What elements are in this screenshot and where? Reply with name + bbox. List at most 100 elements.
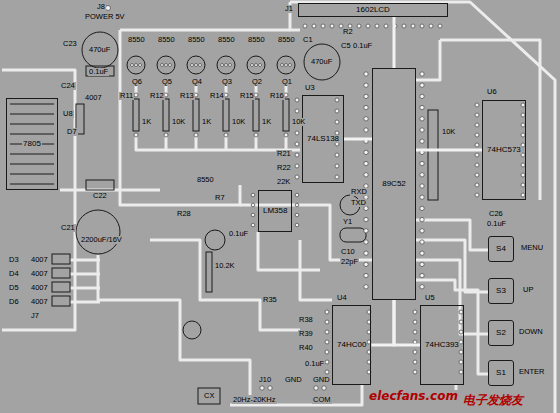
lcd-header: 1602LCD	[298, 3, 448, 17]
silkscreen-label: R21	[276, 150, 292, 158]
solder-pad	[321, 24, 325, 28]
silkscreen-label: R15	[239, 92, 255, 100]
solder-pad	[413, 360, 417, 364]
heatsink-fin	[10, 174, 54, 175]
solder-pad	[169, 64, 172, 67]
silkscreen-label: Y1	[342, 218, 353, 226]
solder-pad	[295, 98, 299, 102]
silkscreen-label: U8	[62, 110, 74, 118]
resistor-outline	[133, 99, 139, 131]
solder-pad	[364, 262, 368, 266]
solder-pad	[255, 64, 258, 67]
silkscreen-label: CX	[203, 392, 215, 400]
solder-pad	[251, 223, 255, 227]
solder-pad	[364, 150, 368, 154]
solder-pad	[322, 386, 326, 390]
silkscreen-label: R16	[269, 92, 285, 100]
transistor-outline	[277, 56, 295, 74]
silkscreen-label: J8	[96, 3, 106, 11]
solder-pad	[164, 133, 168, 137]
solder-pad	[295, 175, 299, 179]
solder-pad	[459, 350, 463, 354]
solder-pad	[420, 217, 424, 221]
solder-pad	[260, 386, 264, 390]
heatsink-fin	[10, 154, 54, 155]
solder-pad	[475, 123, 479, 127]
solder-pad	[325, 360, 329, 364]
silkscreen-label: 10K	[231, 118, 246, 126]
solder-pad	[364, 117, 368, 121]
part-name: 74HC00	[336, 341, 367, 349]
silkscreen-label: COM	[312, 396, 332, 404]
solder-pad	[194, 133, 198, 137]
solder-pad	[312, 24, 316, 28]
heatsink-fin	[10, 104, 54, 105]
solder-pad	[475, 183, 479, 187]
solder-pad	[335, 120, 339, 124]
silkscreen-label: 10K	[291, 118, 306, 126]
silkscreen-label: 2200uF/16V	[80, 236, 123, 244]
solder-pad	[284, 133, 288, 137]
part-name: S3	[495, 287, 507, 295]
solder-pad	[325, 310, 329, 314]
silkscreen-label: 10K	[171, 118, 186, 126]
silkscreen-label: 0.1uF	[304, 360, 325, 368]
regulator-heatsink: 7805	[6, 98, 58, 190]
solder-pad	[325, 350, 329, 354]
solder-pad	[459, 360, 463, 364]
solder-pad	[420, 285, 424, 289]
solder-pad	[429, 24, 433, 28]
part-name: 74HC573	[486, 146, 522, 154]
part-name: LM358	[262, 207, 288, 215]
solder-pad	[413, 320, 417, 324]
solder-pad	[521, 123, 525, 127]
silkscreen-label: U6	[486, 88, 498, 96]
solder-pad	[134, 133, 138, 137]
solder-pad	[420, 161, 424, 165]
solder-pad	[475, 133, 479, 137]
solder-pad	[254, 133, 258, 137]
silkscreen-label: 1K	[261, 118, 272, 126]
solder-pad	[165, 64, 168, 67]
silkscreen-label: 8550	[247, 36, 266, 44]
silkscreen-label: 4007	[30, 256, 49, 264]
push-button: S2	[488, 320, 514, 346]
solder-pad	[199, 64, 202, 67]
silkscreen-label: GND	[284, 376, 303, 384]
solder-pad	[475, 173, 479, 177]
solder-pad	[420, 240, 424, 244]
solder-pad	[364, 128, 368, 132]
solder-pad	[335, 164, 339, 168]
solder-pad	[420, 72, 424, 76]
silkscreen-label: Q2	[251, 78, 263, 86]
solder-pad	[289, 64, 292, 67]
silkscreen-label: R22	[276, 164, 292, 172]
solder-pad	[295, 153, 299, 157]
silkscreen-label: 4007	[84, 94, 103, 102]
solder-pad	[134, 93, 138, 97]
solder-pad	[295, 164, 299, 168]
silkscreen-label: 8550	[127, 36, 146, 44]
solder-pad	[384, 24, 388, 28]
silkscreen-label: 8550	[187, 36, 206, 44]
heatsink-fin	[10, 114, 54, 115]
silkscreen-label: D7	[66, 128, 78, 136]
silkscreen-label: 22K	[276, 178, 291, 186]
solder-pad	[335, 175, 339, 179]
resistor-outline	[283, 99, 289, 131]
solder-pad	[221, 64, 224, 67]
solder-pad	[420, 229, 424, 233]
watermark: elecfans.com	[368, 390, 459, 402]
solder-pad	[364, 240, 368, 244]
silkscreen-label: R39	[298, 330, 314, 338]
solder-pad	[364, 251, 368, 255]
silkscreen-label: DOWN	[518, 328, 544, 336]
solder-pad	[413, 340, 417, 344]
solder-pad	[268, 386, 272, 390]
ic-package: 74HC393	[420, 305, 464, 385]
solder-pad	[281, 64, 284, 67]
solder-pad	[413, 370, 417, 374]
solder-pad	[325, 320, 329, 324]
ic-package: 74HC00	[332, 305, 371, 385]
heatsink-fin	[10, 134, 54, 135]
